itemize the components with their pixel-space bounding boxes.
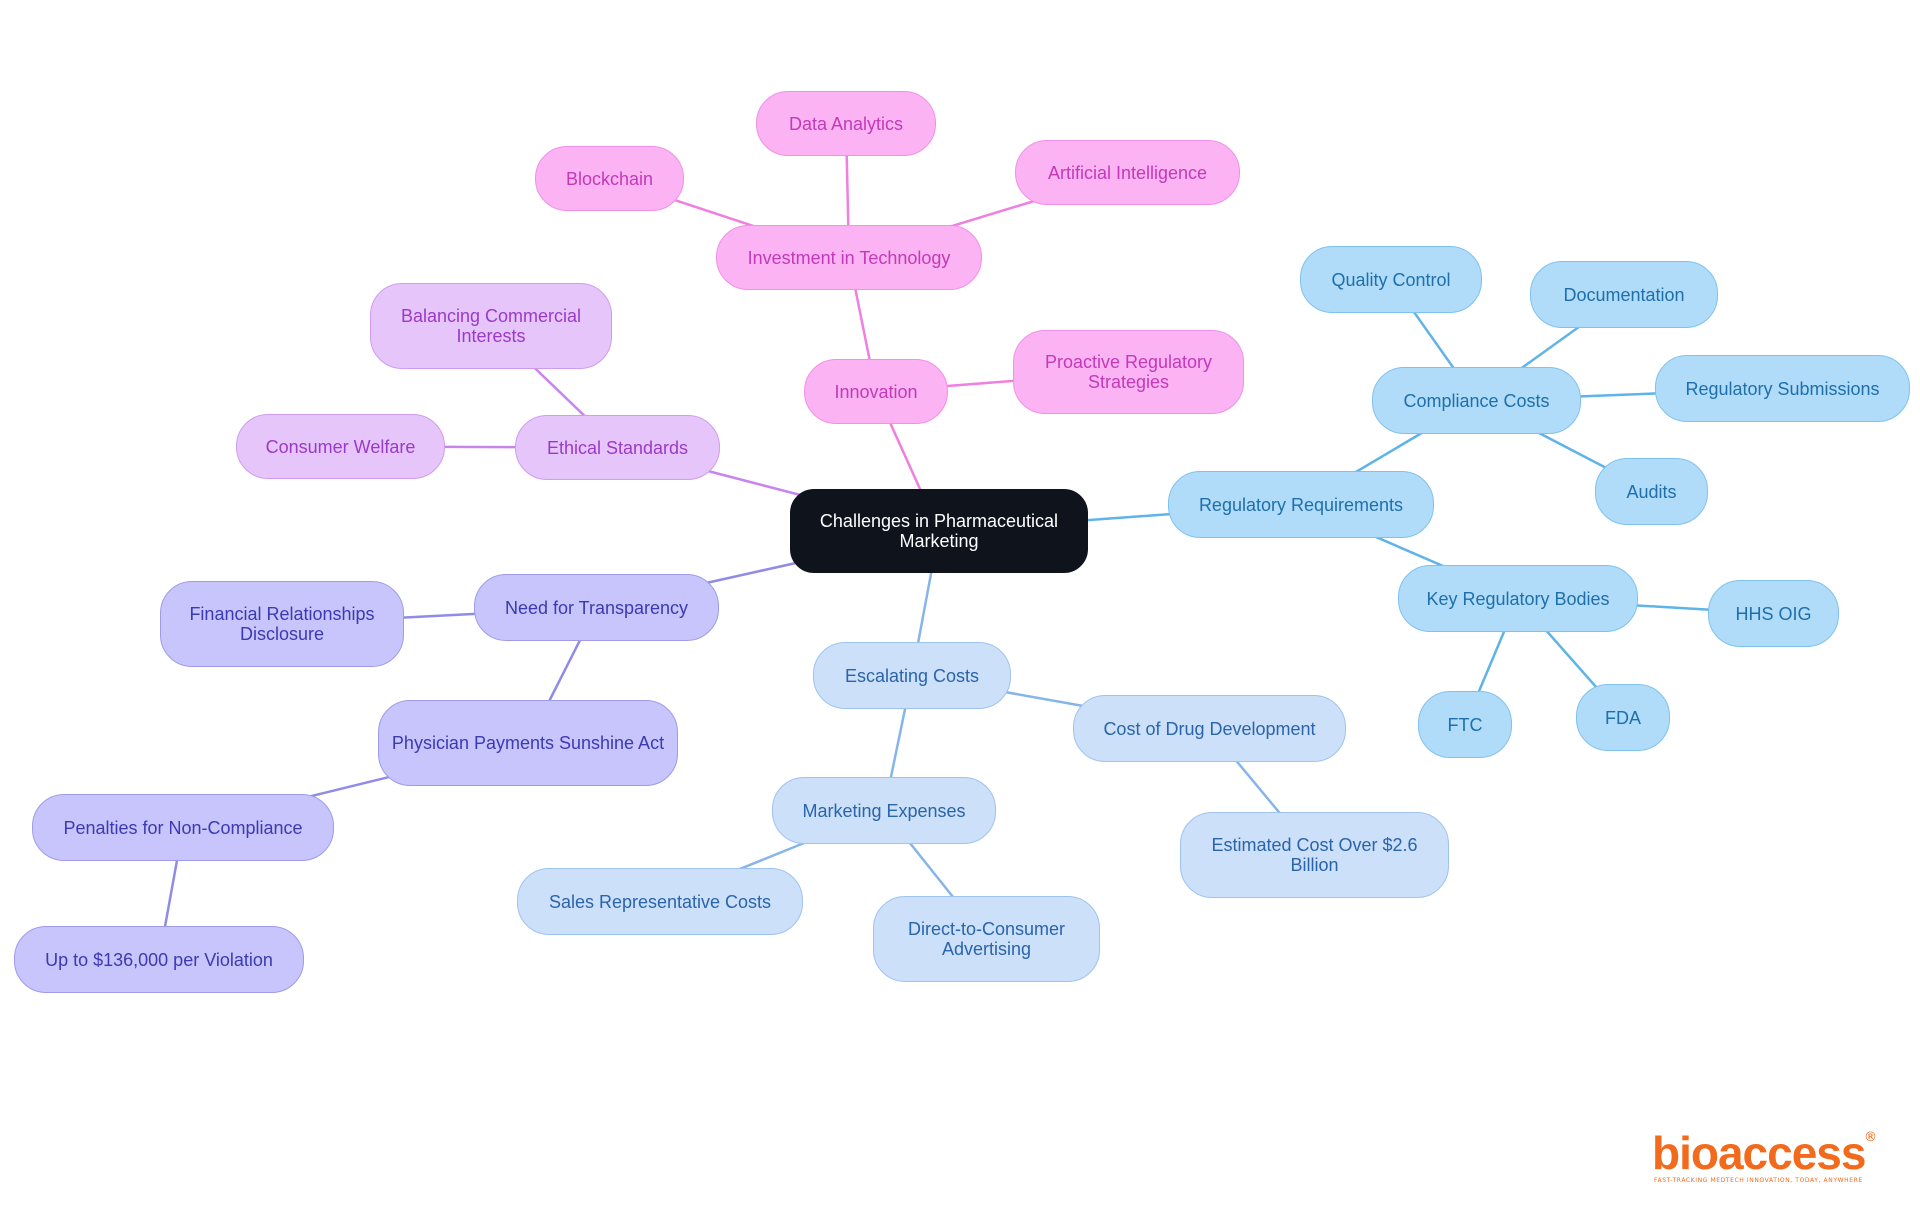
node-proactive-regulatory-strategies: Proactive Regulatory Strategies [1013, 330, 1244, 414]
root-node: Challenges in Pharmaceutical Marketing [790, 489, 1088, 573]
node-consumer-welfare: Consumer Welfare [236, 414, 445, 479]
node-key-regulatory-bodies: Key Regulatory Bodies [1398, 565, 1638, 632]
node-financial-relationships-disclosure: Financial Relationships Disclosure [160, 581, 404, 667]
node-regulatory-requirements: Regulatory Requirements [1168, 471, 1434, 538]
node-ethical-standards: Ethical Standards [515, 415, 720, 480]
node-investment-in-technology: Investment in Technology [716, 225, 982, 290]
logo-tagline: FAST-TRACKING MEDTECH INNOVATION, TODAY,… [1654, 1177, 1863, 1184]
node-artificial-intelligence: Artificial Intelligence [1015, 140, 1240, 205]
node-quality-control: Quality Control [1300, 246, 1482, 313]
node-escalating-costs: Escalating Costs [813, 642, 1011, 709]
node-direct-to-consumer-advertising: Direct-to-Consumer Advertising [873, 896, 1100, 982]
node-compliance-costs: Compliance Costs [1372, 367, 1581, 434]
node-marketing-expenses: Marketing Expenses [772, 777, 996, 844]
node-sales-representative-costs: Sales Representative Costs [517, 868, 803, 935]
node-penalties-for-non-compliance: Penalties for Non-Compliance [32, 794, 334, 861]
node-ftc: FTC [1418, 691, 1512, 758]
node-hhs-oig: HHS OIG [1708, 580, 1839, 647]
registered-mark: ® [1864, 1130, 1877, 1145]
node-fda: FDA [1576, 684, 1670, 751]
node-estimated-cost-over-2-6-billion: Estimated Cost Over $2.6 Billion [1180, 812, 1449, 898]
node-physician-payments-sunshine-act: Physician Payments Sunshine Act [378, 700, 678, 786]
node-balancing-commercial-interests: Balancing Commercial Interests [370, 283, 612, 369]
node-blockchain: Blockchain [535, 146, 684, 211]
bioaccess-logo: bioaccess ® FAST-TRACKING MEDTECH INNOVA… [1652, 1128, 1882, 1188]
node-need-for-transparency: Need for Transparency [474, 574, 719, 641]
node-documentation: Documentation [1530, 261, 1718, 328]
node-regulatory-submissions: Regulatory Submissions [1655, 355, 1910, 422]
node-data-analytics: Data Analytics [756, 91, 936, 156]
node-audits: Audits [1595, 458, 1708, 525]
node-innovation: Innovation [804, 359, 948, 424]
logo-wordmark: bioaccess [1652, 1127, 1866, 1179]
node-up-to-136000-per-violation: Up to $136,000 per Violation [14, 926, 304, 993]
node-cost-of-drug-development: Cost of Drug Development [1073, 695, 1346, 762]
